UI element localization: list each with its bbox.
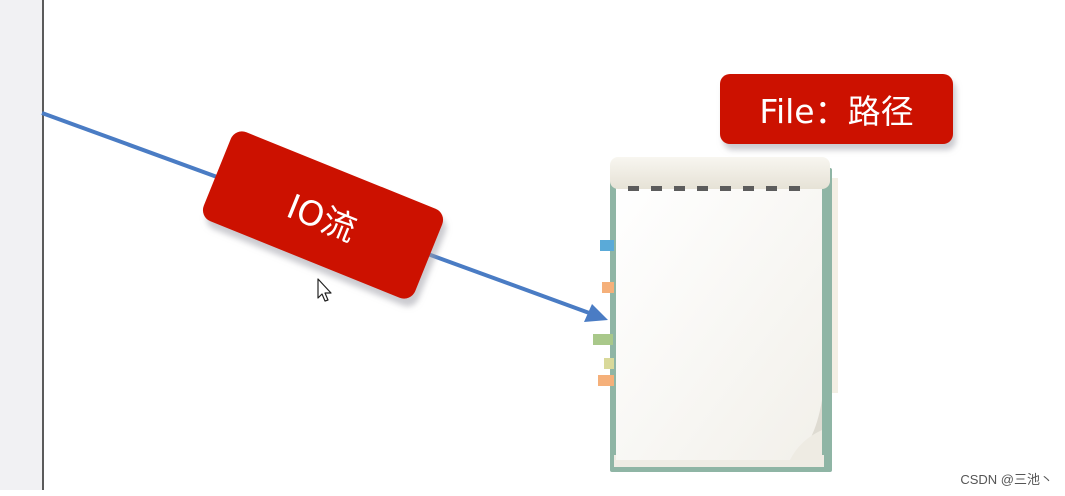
watermark: CSDN @三池丶 xyxy=(960,472,1053,487)
mouse-pointer-icon xyxy=(317,278,332,302)
file-path-label: File：路径 xyxy=(720,74,953,144)
left-panel xyxy=(0,0,44,490)
notebook-icon xyxy=(593,157,838,472)
binding-holes xyxy=(628,186,800,191)
notebook-paper xyxy=(616,182,822,460)
io-arrow-head xyxy=(584,304,608,322)
notebook-binding xyxy=(610,157,830,189)
notebook-tabs xyxy=(593,240,614,386)
